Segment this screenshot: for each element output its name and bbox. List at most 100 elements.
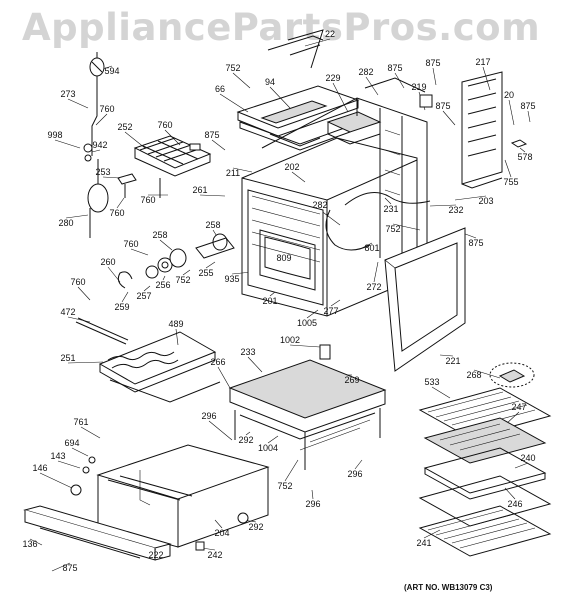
callout-272: 272 <box>366 282 381 292</box>
callout-256: 256 <box>155 280 170 290</box>
callout-292: 292 <box>238 435 253 445</box>
storage-drawer-204 <box>96 444 270 548</box>
leader-203 <box>454 195 487 201</box>
callout-20: 20 <box>504 90 514 100</box>
leader-22 <box>304 38 331 47</box>
leader-20 <box>508 99 515 126</box>
callout-233: 233 <box>240 347 255 357</box>
leader-296 <box>311 489 314 500</box>
callout-292: 292 <box>248 522 263 532</box>
callout-935: 935 <box>224 274 239 284</box>
callout-203: 203 <box>478 196 493 206</box>
detail-268 <box>489 362 535 388</box>
callout-66: 66 <box>215 84 225 94</box>
callout-694: 694 <box>64 438 79 448</box>
leader-211 <box>232 167 253 173</box>
sensor-578 <box>510 139 528 148</box>
leader-231 <box>384 197 392 205</box>
callout-760: 760 <box>70 277 85 287</box>
leader-143 <box>57 460 81 469</box>
leader-94 <box>269 86 291 109</box>
leader-752 <box>284 459 299 482</box>
leader-760 <box>95 113 108 126</box>
callout-760: 760 <box>123 239 138 249</box>
burner-parts <box>117 233 235 289</box>
rack-241 <box>418 505 552 557</box>
callout-760: 760 <box>109 208 124 218</box>
leader-755 <box>504 159 512 178</box>
callout-146: 146 <box>32 463 47 473</box>
callout-760: 760 <box>157 120 172 130</box>
leader-801 <box>361 242 373 249</box>
callout-222: 222 <box>148 550 163 560</box>
leader-875 <box>432 67 437 86</box>
pan-240 <box>423 447 547 500</box>
leader-760 <box>116 197 125 209</box>
leader-1005 <box>306 309 319 319</box>
drawer-glides <box>70 456 249 551</box>
callout-1004: 1004 <box>258 443 278 453</box>
callout-1005: 1005 <box>297 318 317 328</box>
callout-296: 296 <box>305 499 320 509</box>
callout-246: 246 <box>507 499 522 509</box>
leader-253 <box>102 176 121 179</box>
callout-761: 761 <box>73 417 88 427</box>
leader-202 <box>291 171 306 183</box>
callout-760: 760 <box>140 195 155 205</box>
callout-247: 247 <box>511 402 526 412</box>
leader-136 <box>29 538 43 546</box>
callout-809: 809 <box>276 253 291 263</box>
callout-255: 255 <box>198 268 213 278</box>
leader-273 <box>67 98 89 109</box>
callout-202: 202 <box>284 162 299 172</box>
callout-258: 258 <box>152 230 167 240</box>
leader-277 <box>330 299 341 307</box>
terminal-block-594 <box>89 52 105 156</box>
leader-752 <box>232 72 251 89</box>
leader-268 <box>473 369 501 379</box>
callout-217: 217 <box>475 57 490 67</box>
callout-260: 260 <box>100 257 115 267</box>
leader-472 <box>67 316 91 323</box>
leader-204 <box>214 519 223 529</box>
leader-489 <box>175 328 179 346</box>
leader-998 <box>54 139 81 149</box>
leader-280 <box>65 214 89 219</box>
leader-232 <box>429 204 457 207</box>
callout-875: 875 <box>62 563 77 573</box>
callout-261: 261 <box>192 185 207 195</box>
callout-489: 489 <box>168 319 183 329</box>
watermark: AppliancePartsPros.com <box>22 6 541 49</box>
leader-221 <box>439 354 454 357</box>
oven-rack-533 <box>418 387 552 439</box>
leader-229 <box>332 82 349 113</box>
callout-240: 240 <box>520 453 535 463</box>
side-panel-221 <box>384 227 466 372</box>
leader-760 <box>77 286 91 301</box>
callout-875: 875 <box>204 130 219 140</box>
leader-760 <box>130 248 149 256</box>
callout-282: 282 <box>312 200 327 210</box>
shield-229 <box>326 111 382 145</box>
callout-752: 752 <box>175 275 190 285</box>
callout-257: 257 <box>136 291 151 301</box>
callout-875: 875 <box>387 63 402 73</box>
callout-229: 229 <box>325 73 340 83</box>
callout-875: 875 <box>468 238 483 248</box>
vent-duct-94 <box>236 29 360 137</box>
leader-296 <box>354 459 363 470</box>
callout-136: 136 <box>22 539 37 549</box>
drawer-front-136 <box>23 505 172 561</box>
callout-259: 259 <box>114 302 129 312</box>
callout-760: 760 <box>99 104 114 114</box>
callout-875: 875 <box>425 58 440 68</box>
callout-472: 472 <box>60 307 75 317</box>
leader-240 <box>514 462 529 469</box>
drawer-frame-233 <box>228 344 387 470</box>
wire-280 <box>83 143 109 238</box>
callout-22: 22 <box>325 29 335 39</box>
leader-752 <box>392 223 421 231</box>
leader-246 <box>504 487 516 500</box>
callout-533: 533 <box>424 377 439 387</box>
